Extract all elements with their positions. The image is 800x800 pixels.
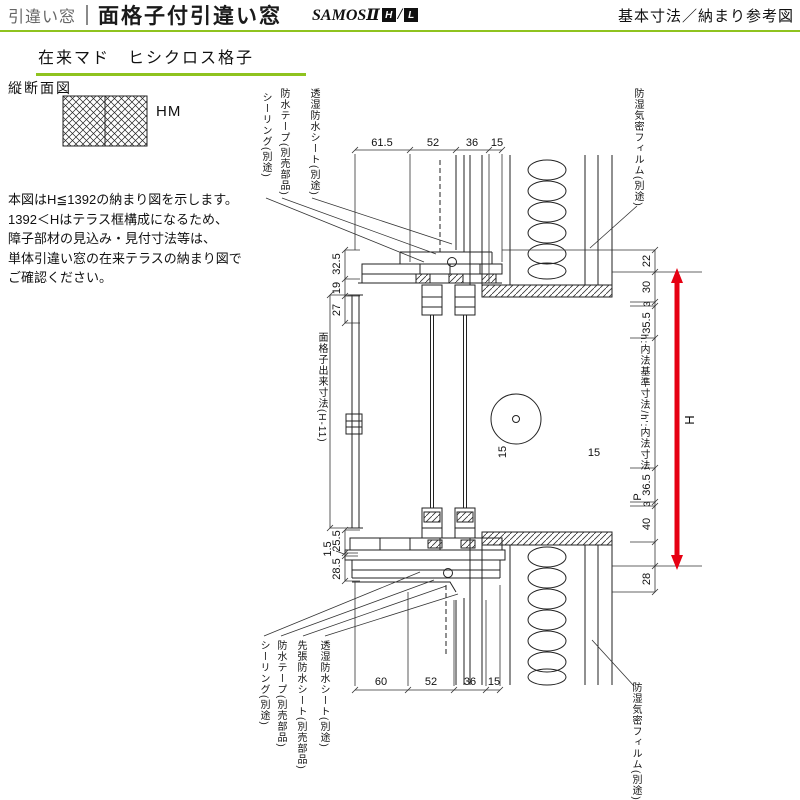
dim-right-3: 35.5 — [641, 312, 653, 333]
label-breathable-sheet-bottom: 透湿防水シート(別途) — [318, 640, 329, 748]
handle-circle — [490, 393, 542, 445]
dimension-lines — [263, 146, 702, 694]
sash-sections — [421, 284, 542, 539]
note-line: 障子部材の見込み・見付寸法等は、 — [8, 231, 217, 246]
height-arrow — [671, 268, 683, 570]
label-sealing-top: シーリング(別途) — [260, 92, 271, 178]
brand-logo: SAMOSⅡ H / L — [312, 5, 419, 25]
note-line: 1392＜Hはテラス框構成になるため、 — [8, 211, 229, 227]
note-line: 単体引違い窓の在来テラスの納まり図で — [8, 250, 242, 266]
dim-left-top-1: 19 — [331, 282, 343, 294]
dimension-texts: 61.5 52 36 15 60 52 36 15 32.5 19 27 25.… — [322, 137, 697, 688]
label-sealing-bottom: シーリング(別途) — [258, 640, 269, 726]
dim-left-top-0: 32.5 — [331, 253, 343, 274]
dim-right-5: 3 — [642, 501, 653, 506]
dim-mid-0: 15 — [497, 446, 509, 458]
brand-name: SAMOSⅡ — [312, 7, 380, 24]
label-waterproof-tape-bottom: 防水テープ(別売部品) — [275, 640, 286, 748]
dim-left-bottom-2: 28.5 — [331, 558, 343, 579]
brand-slash: / — [397, 6, 403, 23]
dim-bottom-0: 60 — [375, 676, 387, 688]
dim-right-6: 40 — [641, 518, 653, 530]
head-trim-board — [481, 284, 613, 298]
wall-upper — [455, 155, 613, 285]
header-note: 基本寸法／納まり参考図 — [617, 7, 794, 25]
dim-top-3: 15 — [491, 137, 503, 149]
dim-label-p: P — [632, 493, 644, 500]
header: 引違い窓 面格子付引違い窓 SAMOSⅡ H / L 基本寸法／納まり参考図 — [0, 0, 800, 30]
label-grille-dimension: 面格子出来寸法(H-11) — [316, 332, 327, 443]
dim-mid-1: 15 — [588, 447, 600, 459]
face-grille — [345, 294, 363, 529]
screw-symbol-top — [447, 257, 457, 267]
header-rule — [0, 30, 800, 32]
note-line: ご確認ください。 — [8, 270, 113, 285]
grille-code: HM — [156, 103, 182, 120]
dim-left-top-2: 27 — [331, 304, 343, 316]
drawing-geometry — [344, 155, 613, 686]
dim-right-2: 3 — [642, 301, 653, 306]
screw-symbol-bottom — [443, 568, 453, 578]
wall-lower — [455, 545, 613, 686]
section-view-label: 縦断面図 — [8, 80, 72, 96]
head-frame — [358, 251, 503, 284]
dim-label-h: H — [682, 415, 697, 424]
dim-top-1: 52 — [427, 137, 439, 149]
label-pre-waterproof-sheet-bottom: 先張防水シート(別売部品) — [295, 640, 306, 770]
page-title: 面格子付引違い窓 — [98, 5, 283, 28]
label-breathable-sheet-top: 透湿防水シート(別途) — [308, 88, 319, 196]
dim-right-4: 36.5 — [641, 474, 653, 495]
note-line: 本図はH≦1392の納まり図を示します。 — [8, 192, 238, 207]
spec-label: 在来マド ヒシクロス格子 — [36, 42, 306, 76]
dim-bottom-3: 15 — [488, 676, 500, 688]
dim-left-bottom-1: 1.5 — [322, 541, 334, 556]
label-waterproof-tape-top: 防水テープ(別売部品) — [278, 88, 289, 196]
sill-frame — [344, 537, 506, 593]
dim-left-bottom-0: 25.5 — [331, 530, 343, 551]
dim-bottom-1: 52 — [425, 676, 437, 688]
label-inner-dimension: h:内法基準寸法/h':内法寸法 — [638, 334, 649, 472]
dim-right-1: 30 — [641, 281, 653, 293]
label-moisture-film-bottom: 防湿気密フィルム(別途) — [630, 682, 641, 800]
dim-bottom-2: 36 — [464, 676, 476, 688]
header-divider — [86, 5, 89, 25]
brand-l-badge: L — [404, 8, 419, 22]
note-text: 本図はH≦1392の納まり図を示します。 1392＜Hはテラス框構成になるため、… — [8, 190, 258, 288]
window-category: 引違い窓 — [8, 9, 77, 26]
grille-swatch-group: HM — [62, 95, 181, 147]
label-moisture-film-top: 防湿気密フィルム(別途) — [632, 88, 643, 207]
dim-right-7: 28 — [641, 573, 653, 585]
dim-top-0: 61.5 — [371, 137, 392, 149]
grille-pattern-swatch — [62, 95, 148, 147]
dim-right-0: 22 — [641, 255, 653, 267]
dim-top-2: 36 — [466, 137, 478, 149]
brand-h-badge: H — [381, 8, 396, 22]
